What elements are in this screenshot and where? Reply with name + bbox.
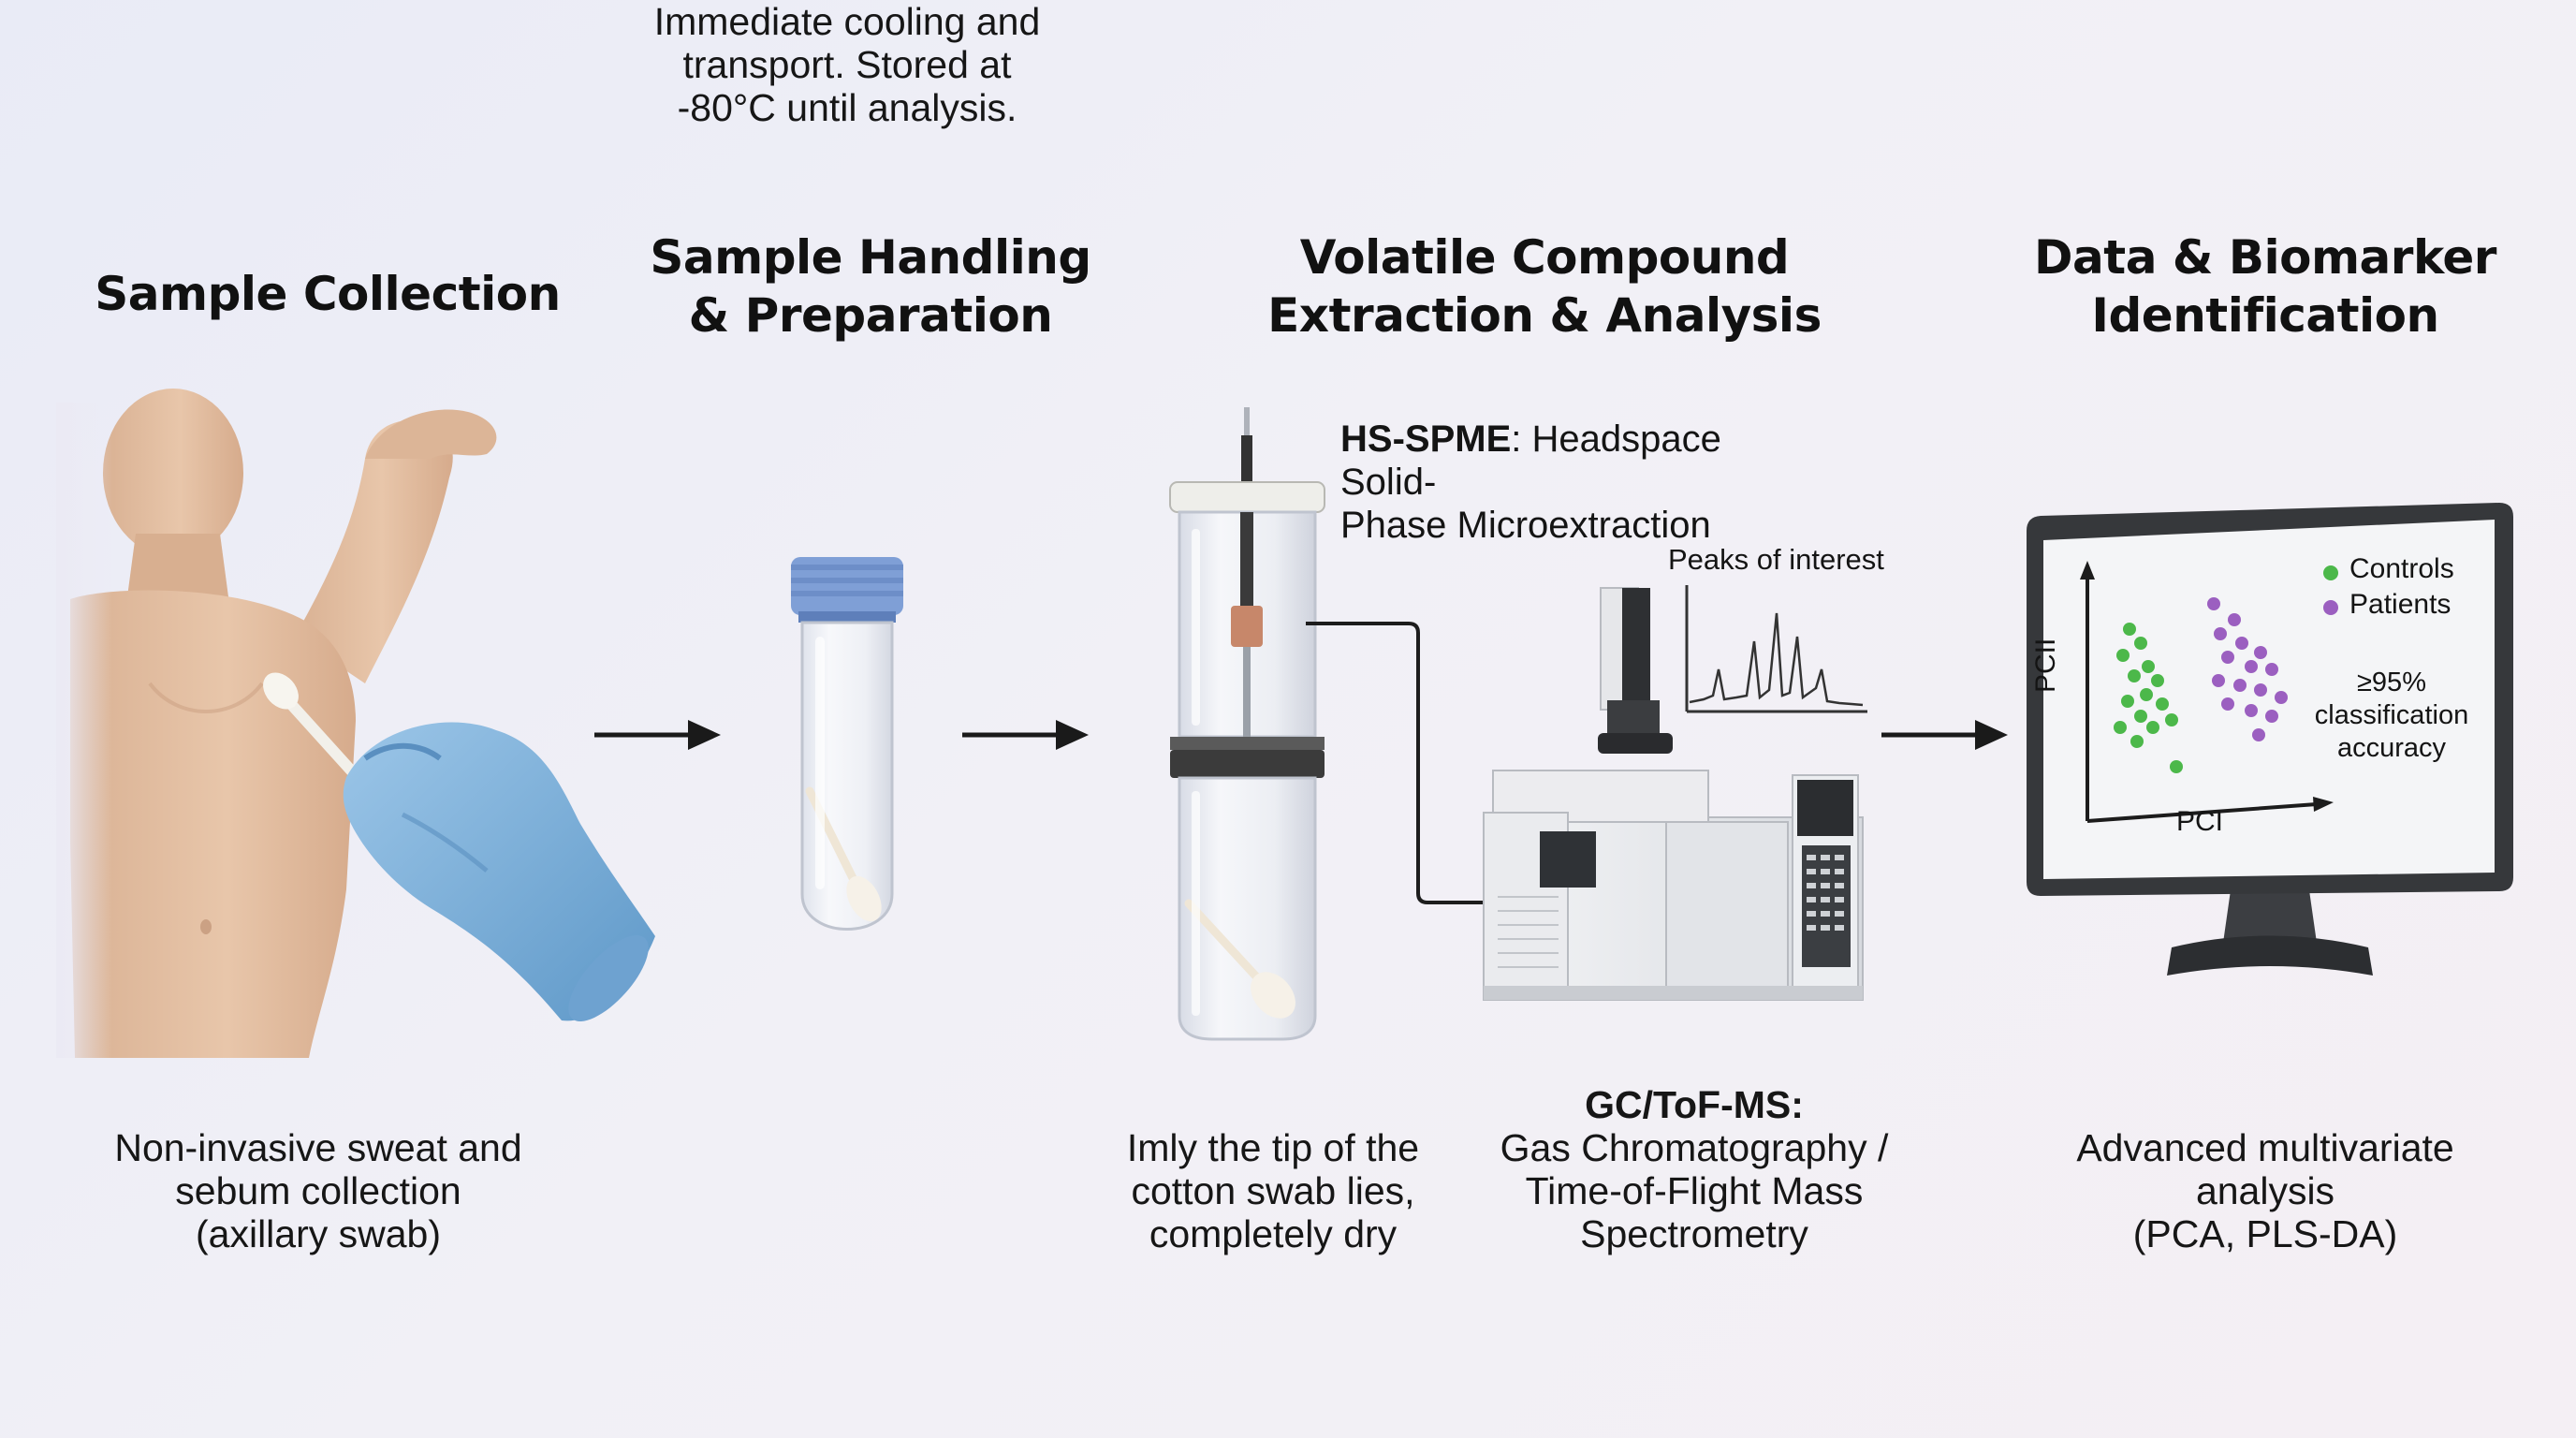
legend-patients-label: Patients xyxy=(2349,589,2452,620)
chromatogram-icon xyxy=(1685,585,1867,713)
step-1-caption-line-3: (axillary swab) xyxy=(196,1212,441,1255)
accuracy-line-1: ≥95% xyxy=(2357,668,2426,697)
gcms-line-3: Spectrometry xyxy=(1580,1212,1808,1255)
step-2-caption: Immediate cooling and transport. Stored … xyxy=(608,0,1086,129)
step-1-caption: Non-invasive sweat and sebum collection … xyxy=(75,1126,562,1255)
transfer-line xyxy=(1306,622,1512,904)
gloved-hand-icon xyxy=(263,672,655,1021)
step-4-caption-line-1: Advanced multivariate xyxy=(2076,1126,2454,1169)
accuracy-line-2: classification xyxy=(2314,700,2469,730)
legend-controls-label: Controls xyxy=(2349,553,2454,584)
hs-spme-text-2: Phase Microextraction xyxy=(1340,505,1711,546)
step-1-caption-line-2: sebum collection xyxy=(175,1169,461,1212)
step-2-title: Sample Handling & Preparation xyxy=(608,228,1133,345)
step-3-title-line-1: Volatile Compound xyxy=(1299,230,1790,285)
hs-spme-abbr: HS-SPME xyxy=(1340,418,1512,460)
step-4-caption-line-2: analysis xyxy=(2195,1169,2335,1212)
step-1-caption-line-1: Non-invasive sweat and xyxy=(114,1126,522,1169)
gcms-line-1: Gas Chromatography / xyxy=(1500,1126,1889,1169)
gcms-line-2: Time-of-Flight Mass xyxy=(1525,1169,1864,1212)
arrow-right-icon xyxy=(962,720,1089,750)
step-2-title-line-2: & Preparation xyxy=(688,288,1053,343)
step-3-title-line-2: Extraction & Analysis xyxy=(1267,288,1822,343)
hs-spme-label: HS-SPME: Headspace Solid- Phase Microext… xyxy=(1340,418,1827,547)
step-2-caption-line-1: Immediate cooling and xyxy=(653,0,1041,43)
gcms-heading: GC/ToF-MS: xyxy=(1585,1083,1804,1126)
accuracy-text: ≥95% classification accuracy xyxy=(2298,667,2485,765)
x-axis-label: PCI xyxy=(2176,806,2224,837)
arrow-right-icon xyxy=(594,720,721,750)
step-3-title: Volatile Compound Extraction & Analysis xyxy=(1264,228,1825,345)
spme-vial-icon xyxy=(1169,407,1325,1041)
step-4-caption-line-3: (PCA, PLS-DA) xyxy=(2132,1212,2398,1255)
step-4-title-line-1: Data & Biomarker xyxy=(2034,230,2496,285)
step-1-title: Sample Collection xyxy=(75,265,580,323)
step-2-caption-line-2: transport. Stored at xyxy=(682,43,1012,86)
step-3-caption: Imly the tip of the cotton swab lies, co… xyxy=(1095,1126,1451,1255)
monitor-icon xyxy=(2027,503,2513,976)
step-2-caption-line-3: -80°C until analysis. xyxy=(677,86,1017,129)
y-axis-label: PCII xyxy=(2030,638,2061,693)
step-1-title-line: Sample Collection xyxy=(95,267,561,321)
chromatogram-label: Peaks of interest xyxy=(1668,543,1884,576)
arrow-right-icon xyxy=(1881,720,2008,750)
step-2-title-line-1: Sample Handling xyxy=(650,230,1091,285)
step-3-caption-line-3: completely dry xyxy=(1149,1212,1398,1255)
step-3-caption-line-2: cotton swab lies, xyxy=(1131,1169,1415,1212)
accuracy-line-3: accuracy xyxy=(2336,733,2447,763)
step-4-caption: Advanced multivariate analysis (PCA, PLS… xyxy=(2031,1126,2499,1255)
step-4-title-line-2: Identification xyxy=(2091,288,2439,343)
step-4-title: Data & Biomarker Identification xyxy=(2003,228,2527,345)
test-tube-icon xyxy=(791,557,903,931)
step-3-caption-line-1: Imly the tip of the xyxy=(1126,1126,1420,1169)
gcms-caption: GC/ToF-MS: Gas Chromatography / Time-of-… xyxy=(1470,1083,1919,1255)
hs-spme-text-1: : Headspace Solid- xyxy=(1340,418,1721,503)
gc-ms-instrument-icon xyxy=(1483,587,1864,1001)
